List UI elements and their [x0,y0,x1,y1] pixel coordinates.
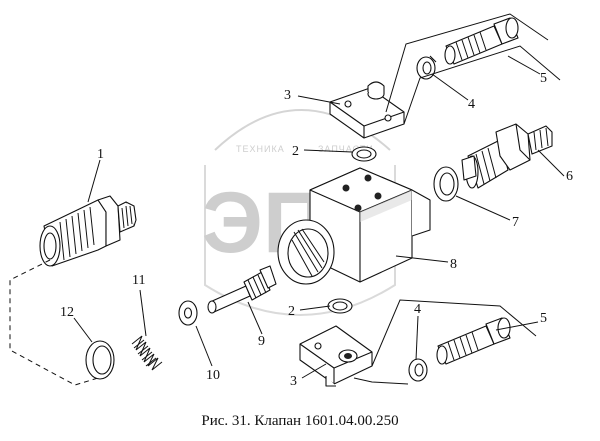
callout-4a: 4 [468,97,475,112]
callout-5b: 5 [540,311,547,326]
part-2-washer-top [351,146,377,162]
part-4-lock-washer-bottom [408,358,428,382]
assembly-dashed-line [9,259,99,386]
callout-9: 9 [258,334,265,349]
part-9-valve-stem [207,265,277,314]
callout-11: 11 [132,273,145,288]
figure-caption: Рис. 31. Клапан 1601.04.00.250 [201,413,399,429]
watermark-arc-left: ТЕХНИКА [236,144,285,154]
callout-3a: 3 [284,88,291,103]
part-5-screw-bottom [436,317,511,365]
leader-lines [73,55,565,379]
part-6-adjuster [461,123,553,189]
part-4-lock-washer-top [416,55,437,80]
callout-4b: 4 [414,302,421,317]
callout-6: 6 [566,169,573,184]
callout-7: 7 [512,215,519,230]
callout-8: 8 [450,257,457,272]
watermark-arc-right: ЗАПЧАСТИ [318,144,374,154]
callout-12: 12 [60,305,74,320]
part-7-o-ring [433,166,459,202]
part-11-spring [131,335,163,371]
assembly-lines [353,13,561,385]
part-3-bracket-bottom [299,325,373,387]
callout-1: 1 [97,147,104,162]
part-5-screw-top [444,17,519,65]
part-12-ring [85,340,115,380]
part-8-body [277,167,431,285]
callout-labels: 1 2 2 3 3 4 4 5 5 6 7 8 9 10 11 12 [60,71,573,389]
callout-3b: 3 [290,374,297,389]
part-3-bracket-top [329,81,405,139]
callout-10: 10 [206,368,220,383]
part-2-washer-bottom [327,298,353,314]
part-1-fitting [39,195,137,267]
callout-2b: 2 [288,304,295,319]
callout-2a: 2 [292,144,299,159]
part-10-washer [178,300,198,326]
callout-5a: 5 [540,71,547,86]
